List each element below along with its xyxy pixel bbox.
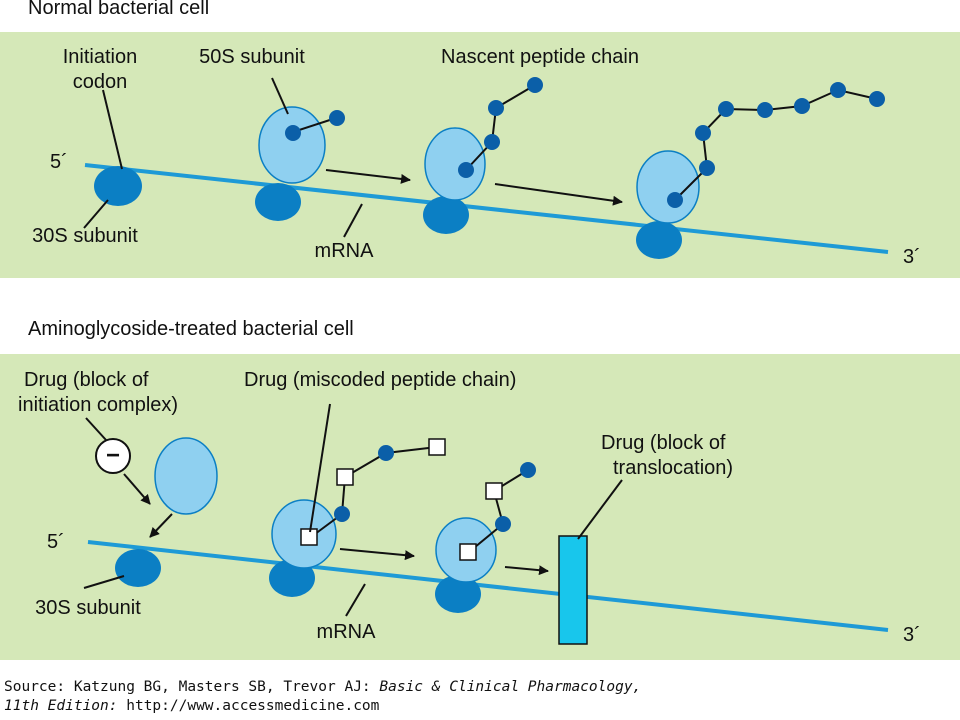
label-drug-init-1: Drug (block of — [24, 369, 149, 391]
panel1-normal-cell: Initiation codon 50S subunit Nascent pep… — [0, 32, 960, 278]
pointer-drug-init — [85, 417, 107, 441]
amino-acid — [794, 98, 810, 114]
source-prefix: Source: Katzung BG, Masters SB, Trevor A… — [4, 679, 380, 695]
amino-acid — [334, 506, 350, 522]
subunit-50s-2 — [424, 127, 486, 201]
pointer-mrna-2 — [345, 583, 366, 617]
pointer-30s — [83, 199, 109, 229]
pointer-50s — [271, 77, 289, 115]
subunit-30s-3 — [423, 196, 469, 234]
step-arrow-3 — [339, 548, 415, 561]
panel1-diagram: Initiation codon 50S subunit Nascent pep… — [0, 32, 960, 278]
amino-acid — [718, 101, 734, 117]
miscoded-amino-acid — [300, 528, 318, 546]
panel2-treated-cell: − Drug (block of initiation complex) Dru… — [0, 354, 960, 660]
miscoded-amino-acid — [428, 438, 446, 456]
arrow-50s-to-30s — [149, 513, 173, 538]
label-5-prime: 5´ — [50, 151, 68, 173]
label-drug-transloc-2: translocation) — [613, 457, 733, 479]
drug-inhibitor-icon — [95, 438, 131, 474]
label-nascent-peptide: Nascent peptide chain — [441, 46, 639, 68]
subunit-50s-3 — [636, 150, 700, 224]
label-mrna-2: mRNA — [317, 621, 377, 643]
label-5-prime-2: 5´ — [47, 531, 65, 553]
label-drug-transloc-1: Drug (block of — [601, 432, 726, 454]
label-30s-subunit-2: 30S subunit — [35, 597, 141, 619]
subunit-30s-4 — [636, 221, 682, 259]
label-initiation: Initiation — [63, 46, 138, 68]
mrna-strand-2 — [87, 540, 889, 632]
miscoded-amino-acid — [336, 468, 354, 486]
label-3-prime: 3´ — [903, 246, 921, 268]
panel1-title: Normal bacterial cell — [28, 0, 210, 19]
amino-acid — [285, 125, 301, 141]
label-3-prime-2: 3´ — [903, 624, 921, 646]
translocation-block — [558, 535, 588, 645]
label-50s-subunit: 50S subunit — [199, 46, 305, 68]
source-citation: Source: Katzung BG, Masters SB, Trevor A… — [4, 678, 641, 716]
arrow-drug-to-30s — [123, 473, 151, 505]
step-arrow-2 — [494, 183, 623, 206]
label-30s-subunit: 30S subunit — [32, 225, 138, 247]
label-drug-init-2: initiation complex) — [18, 394, 178, 416]
amino-acid — [830, 82, 846, 98]
amino-acid — [527, 77, 543, 93]
amino-acid — [699, 160, 715, 176]
subunit-30s-2 — [255, 183, 301, 221]
amino-acid — [495, 516, 511, 532]
amino-acid — [484, 134, 500, 150]
panel2-title: Aminoglycoside-treated bacterial cell — [28, 318, 354, 340]
amino-acid — [869, 91, 885, 107]
amino-acid — [329, 110, 345, 126]
amino-acid — [458, 162, 474, 178]
pointer-mrna — [343, 203, 363, 238]
subunit-50s-free — [154, 437, 218, 515]
label-codon: codon — [73, 71, 128, 93]
amino-acid — [757, 102, 773, 118]
minus-sign: − — [106, 442, 120, 469]
subunit-30s-1 — [94, 166, 142, 206]
amino-acid — [378, 445, 394, 461]
pointer-miscoded — [309, 403, 331, 533]
subunit-30s-free — [115, 549, 161, 587]
amino-acid — [520, 462, 536, 478]
source-book: Basic & Clinical Pharmacology, — [379, 679, 642, 695]
source-url[interactable]: http://www.accessmedicine.com — [117, 698, 380, 714]
subunit-50s-1 — [258, 106, 326, 184]
step-arrow-4 — [504, 565, 549, 576]
source-edition: 11th Edition: — [4, 698, 118, 714]
amino-acid — [667, 192, 683, 208]
mrna-strand-1 — [84, 163, 889, 254]
label-mrna: mRNA — [315, 240, 375, 262]
pointer-translocation — [577, 479, 623, 540]
pointer-initiation-codon — [102, 89, 123, 170]
pointer-30s-2 — [83, 575, 125, 589]
amino-acid — [695, 125, 711, 141]
label-drug-miscoded: Drug (miscoded peptide chain) — [244, 369, 516, 391]
miscoded-amino-acid — [485, 482, 503, 500]
step-arrow-1 — [325, 169, 411, 184]
amino-acid — [488, 100, 504, 116]
panel2-diagram: − Drug (block of initiation complex) Dru… — [0, 354, 960, 660]
miscoded-amino-acid — [459, 543, 477, 561]
subunit-30s-6 — [435, 575, 481, 613]
